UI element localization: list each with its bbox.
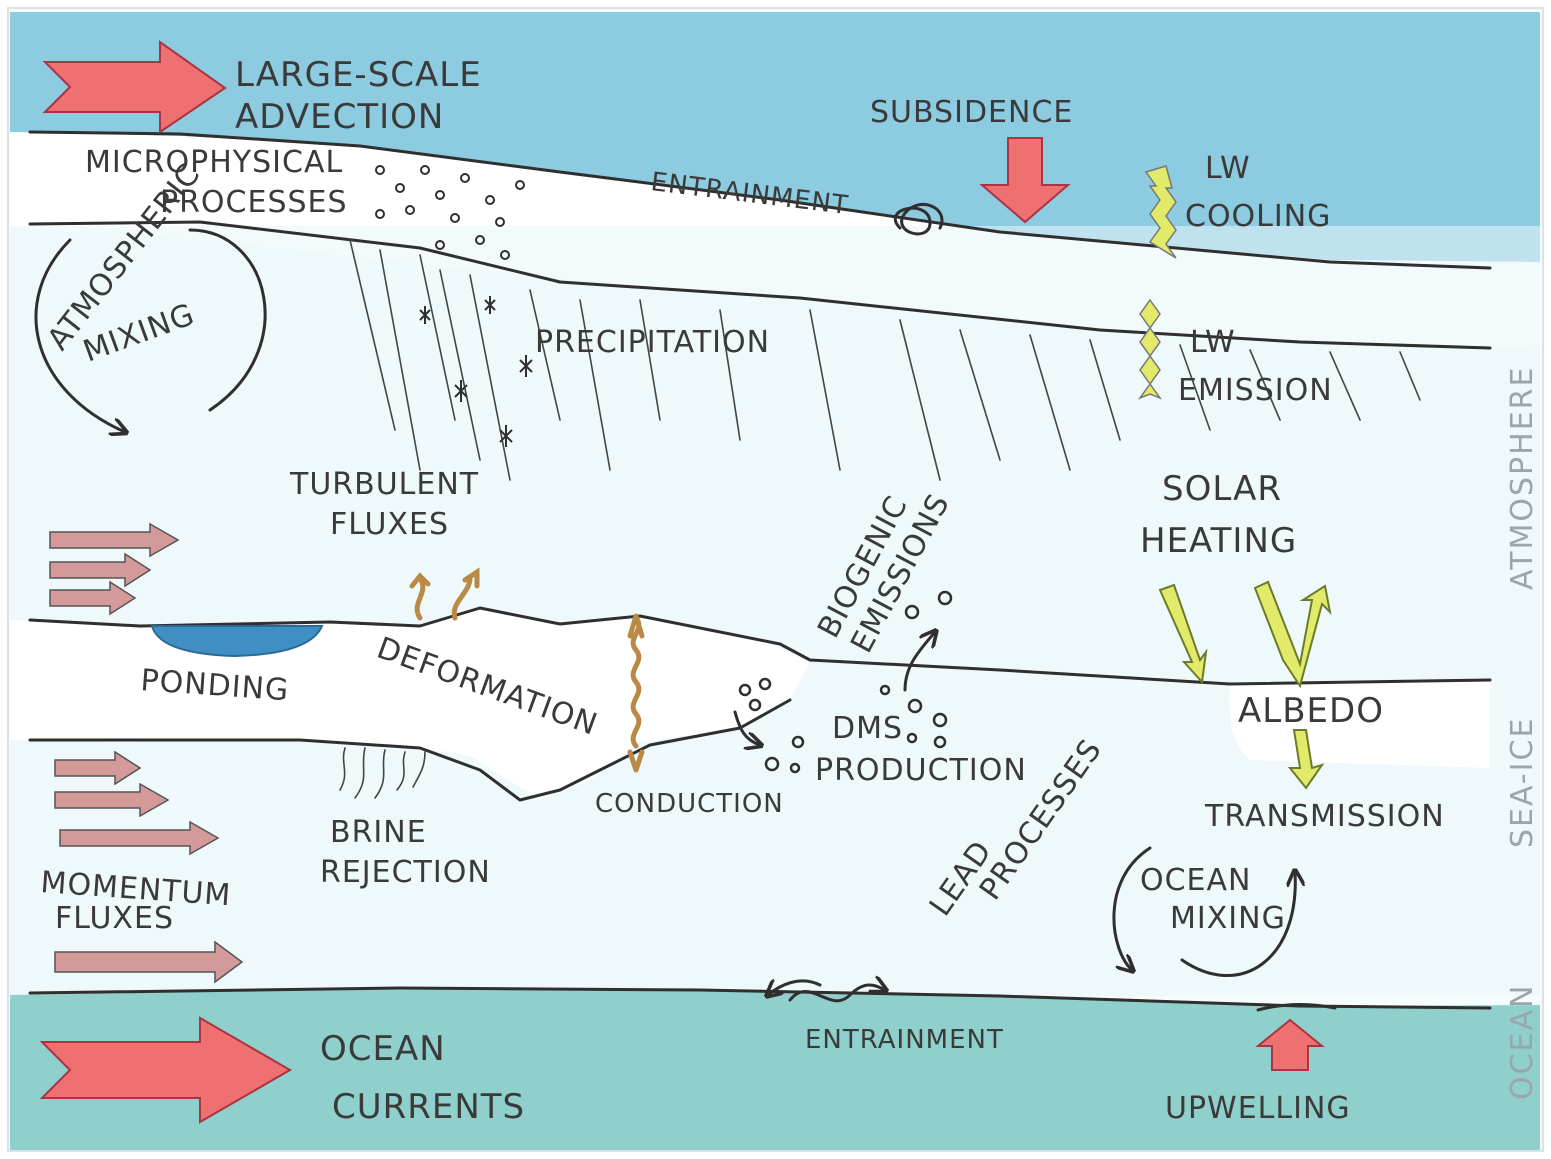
large-scale-label-2: ADVECTION bbox=[235, 97, 444, 137]
entrainment-bottom-label: ENTRAINMENT bbox=[805, 1025, 1004, 1055]
ocean-currents-label-2: CURRENTS bbox=[332, 1087, 525, 1127]
momentum-fluxes-label-2: FLUXES bbox=[55, 901, 174, 936]
conduction-label: CONDUCTION bbox=[595, 789, 784, 819]
lw-emission-label-2: EMISSION bbox=[1178, 373, 1333, 408]
side-label-atmosphere: ATMOSPHERE bbox=[1505, 366, 1540, 590]
turbulent-fluxes-label-2: FLUXES bbox=[330, 507, 449, 542]
precipitation-label: PRECIPITATION bbox=[535, 325, 770, 360]
ocean-mixing-label-2: MIXING bbox=[1170, 901, 1286, 936]
turbulent-fluxes-label-1: TURBULENT bbox=[289, 467, 479, 502]
lw-cooling-label-2: COOLING bbox=[1185, 199, 1331, 234]
brine-rejection-label-2: REJECTION bbox=[320, 855, 491, 890]
albedo-label: ALBEDO bbox=[1238, 691, 1384, 731]
transmission-label: TRANSMISSION bbox=[1204, 799, 1445, 834]
dms-label-2: PRODUCTION bbox=[815, 753, 1027, 788]
microphysical-label-1: MICROPHYSICAL bbox=[85, 145, 343, 180]
large-scale-label-1: LARGE-SCALE bbox=[235, 55, 482, 95]
dms-label-1: DMS bbox=[832, 711, 903, 746]
ocean-currents-label-1: OCEAN bbox=[320, 1029, 446, 1069]
ocean-mixing-label-1: OCEAN bbox=[1140, 863, 1251, 898]
side-label-ocean: OCEAN bbox=[1505, 984, 1540, 1100]
lw-emission-label-1: LW bbox=[1190, 325, 1236, 360]
upwelling-label: UPWELLING bbox=[1165, 1091, 1351, 1126]
brine-rejection-label-1: BRINE bbox=[330, 815, 427, 850]
lw-cooling-label-1: LW bbox=[1205, 151, 1251, 186]
subsidence-label: SUBSIDENCE bbox=[870, 95, 1073, 130]
solar-heating-label-1: SOLAR bbox=[1162, 469, 1282, 509]
side-label-sea-ice: SEA-ICE bbox=[1505, 717, 1540, 848]
solar-heating-label-2: HEATING bbox=[1140, 521, 1297, 561]
